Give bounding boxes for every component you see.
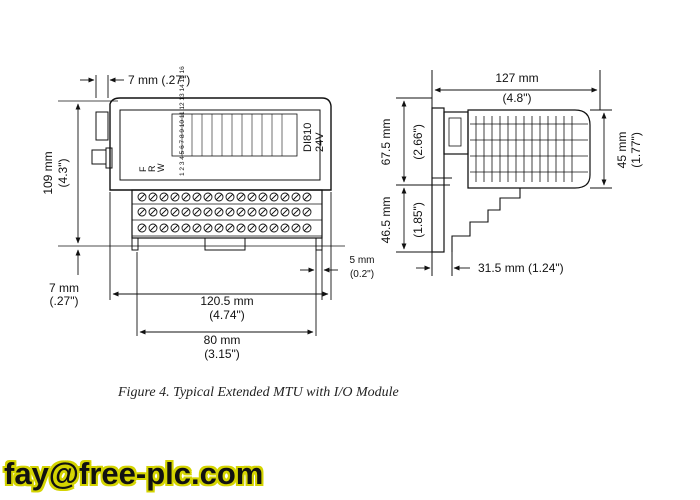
dim-module-mm: 45 mm (615, 132, 629, 169)
dim-bottom-in: (.27") (50, 294, 79, 308)
dim-right-in: (0.2") (350, 269, 374, 280)
dim-depth-in: (4.8") (503, 91, 532, 105)
module-label-24v: 24V (314, 132, 326, 152)
terminal-screws (137, 192, 312, 233)
dim-width-80-in: (3.15") (204, 347, 240, 361)
channel-numbers: 1 2 3 4 5 6 7 8 9 10 11 12 13 14 15 16 (179, 66, 186, 176)
dim-lower-in: (1.85") (411, 202, 425, 238)
figure-caption: Figure 4. Typical Extended MTU with I/O … (118, 385, 399, 400)
dim-height-mm: 109 mm (41, 151, 55, 194)
dim-base: 31.5 mm (1.24") (478, 261, 564, 275)
front-dimension-lines (75, 75, 338, 336)
front-view (58, 97, 345, 251)
led-r-label: R (147, 165, 157, 172)
dim-width-120-in: (4.74") (209, 308, 245, 322)
dim-width-120-mm: 120.5 mm (200, 294, 253, 308)
dim-top-7mm: 7 mm (.27") (128, 73, 190, 87)
module-cooling-fins (470, 116, 588, 182)
side-dimension-lines (401, 87, 612, 271)
dim-upper-in: (2.66") (411, 124, 425, 160)
watermark: fay@free-plc.com (4, 456, 264, 491)
led-f-label: F (138, 166, 148, 172)
side-view (396, 70, 601, 276)
dim-width-80-mm: 80 mm (204, 333, 241, 347)
dim-upper-mm: 67.5 mm (379, 119, 393, 166)
led-w-label: W (156, 163, 166, 172)
dim-module-in: (1.77") (629, 132, 643, 168)
dim-height-in: (4.3") (56, 159, 70, 188)
dim-bottom-mm: 7 mm (49, 281, 79, 295)
module-label-di810: DI810 (302, 123, 314, 152)
dim-depth-mm: 127 mm (495, 71, 538, 85)
dim-lower-mm: 46.5 mm (379, 197, 393, 244)
dim-right-mm: 5 mm (350, 255, 375, 266)
